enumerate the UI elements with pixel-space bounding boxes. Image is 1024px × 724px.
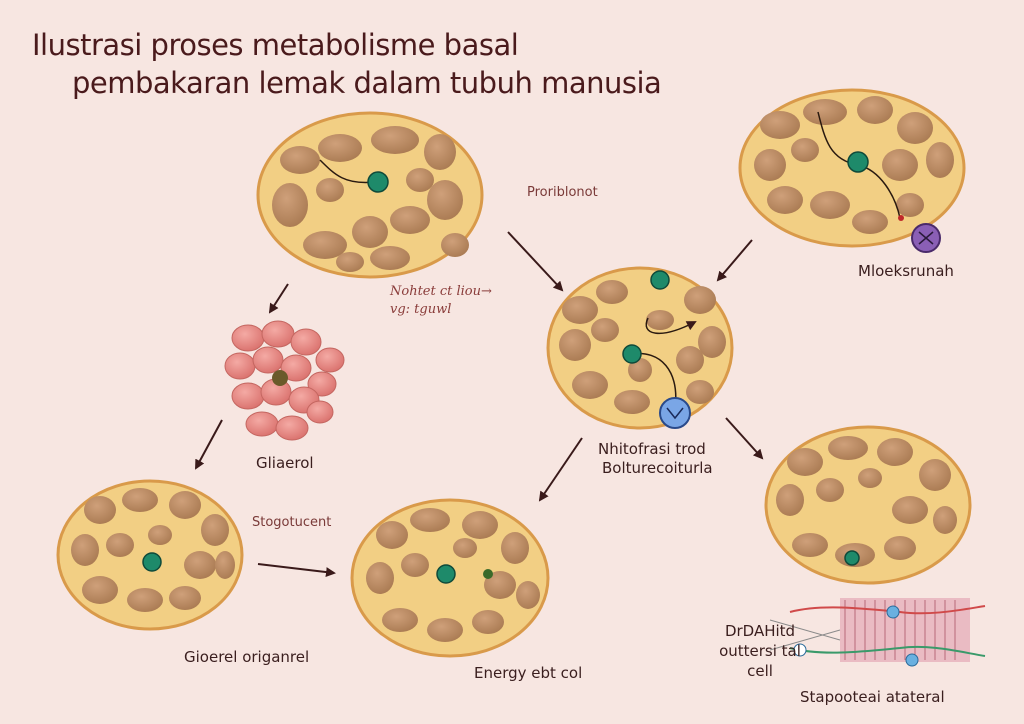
nucleus (436, 564, 456, 584)
label-stogotucent: Stogotucent (252, 515, 332, 530)
label-energy: Energy ebt col (474, 664, 583, 682)
label-mloeksrunah: Mloeksrunah (858, 262, 954, 280)
arrow-to-center-from-top-right (716, 239, 753, 282)
glycerol-cluster (224, 320, 345, 441)
label-dna-line-2: outtersi tal (719, 642, 801, 660)
adipose-cell-bottom-center (350, 498, 550, 658)
label-proriblonot: Proriblonot (527, 185, 598, 200)
label-dna-line-1: DrDAHitd (724, 622, 796, 640)
adipose-cell-top-left (256, 111, 484, 279)
arrow-center-to-bottom-center (538, 437, 583, 502)
adipose-cell-top-right (738, 88, 966, 248)
arrow-center-to-bottom-right (725, 417, 764, 460)
filament (319, 159, 376, 184)
label-gliaerol: Gliaerol (256, 454, 314, 472)
receptor-blue-icon (659, 397, 691, 429)
nucleus (142, 552, 162, 572)
label-center-line-2: Bolturecoiturla (602, 459, 713, 477)
adipose-cell-bottom-right (764, 425, 972, 585)
label-center-line-1: Nhitofrasi trod (598, 440, 706, 458)
glycerol-core (272, 370, 288, 386)
diagram-title: Ilustrasi proses metabolisme basal pemba… (32, 26, 662, 102)
nucleus (847, 151, 869, 173)
arrow-to-bottom-left (195, 419, 223, 470)
label-note-line-2: vg: tguwl (390, 302, 452, 317)
nucleus (367, 171, 389, 193)
nucleus (622, 344, 642, 364)
nucleus (650, 270, 670, 290)
arrow-to-glycerol (268, 283, 289, 314)
label-stapooteai: Stapooteai atateral (800, 688, 945, 706)
dna-tissue-strip (769, 598, 986, 667)
label-note-line-1: Nohtet ct liou→ (390, 284, 492, 299)
adipose-cell-bottom-left (56, 479, 244, 631)
arrow-to-bottom-center (257, 563, 336, 578)
arrow-to-center-from-top-left (507, 231, 564, 292)
title-line-1: Ilustrasi proses metabolisme basal (32, 28, 519, 62)
adipose-cell-center (546, 266, 734, 430)
nucleus (844, 550, 860, 566)
receptor-mark (918, 231, 934, 245)
label-gioerel: Gioerel origanrel (184, 648, 310, 666)
title-line-2: pembakaran lemak dalam tubuh manusia (72, 66, 662, 100)
label-dna-line-3: cell (747, 662, 773, 680)
receptor-mark (666, 407, 684, 420)
